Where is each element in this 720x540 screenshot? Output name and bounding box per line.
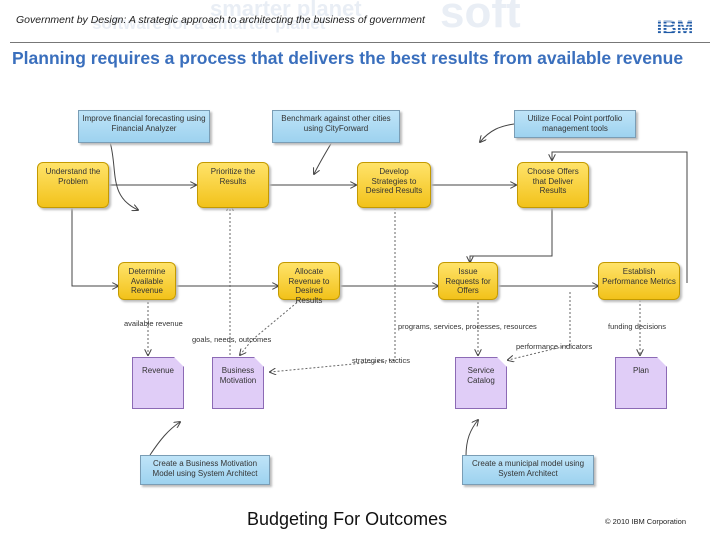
activity-prioritize: Prioritize the Results [197,162,269,208]
watermark-soft: soft [440,0,521,37]
ibm-logo: IBM [657,17,694,39]
link-business-motivation [149,422,180,456]
header-title: Government by Design: A strategic approa… [16,14,425,26]
note-business-motivation: Create a Business Motivation Model using… [140,455,270,485]
label-programs: programs, services, processes, resources [398,322,537,331]
flow-choose-issue [470,208,553,262]
artifact-revenue: Revenue [132,357,184,409]
activity-choose: Choose Offers that Deliver Results [517,162,589,208]
link-focal-point [480,123,515,142]
link-forecasting [109,141,138,210]
activity-allocate: Allocate Revenue to Desired Results [278,262,340,305]
artifact-plan: Plan [615,357,667,409]
note-focal-point: Utilize Focal Point portfolio management… [514,110,636,138]
label-available-revenue: available revenue [124,319,183,328]
dash-develop-motivation [270,208,396,372]
activity-understand: Understand the Problem [37,162,109,208]
watermark-smarter-planet: smarter planet [210,0,362,21]
header-rule [10,42,710,43]
activity-determine: Determine Available Revenue [118,262,176,300]
ibm-logo-text: IBM [657,17,694,39]
header-watermark: smarter planet software for a smarter pl… [0,0,720,44]
dash-allocate-motivation [240,299,301,355]
activity-develop: Develop Strategies to Desired Results [357,162,431,208]
note-benchmark: Benchmark against other cities using Cit… [272,110,400,143]
label-strategies: strategies, tactics [352,356,410,365]
note-forecasting: Improve financial forecasting using Fina… [78,110,210,143]
flow-establish-choose [552,151,688,283]
flow-understand-determine [71,208,118,286]
link-benchmark [314,141,333,174]
activity-establish: Establish Performance Metrics [598,262,680,300]
artifact-business-motivation: Business Motivation [212,357,264,409]
label-funding: funding decisions [608,322,666,331]
label-performance: performance indicators [516,342,593,351]
footer-title: Budgeting For Outcomes [247,509,448,529]
copyright: © 2010 IBM Corporation [605,517,686,526]
artifact-service-catalog: Service Catalog [455,357,507,409]
slide-title: Planning requires a process that deliver… [12,48,684,68]
dash-choose-catalog [508,292,571,360]
label-goals: goals, needs, outcomes [192,335,272,344]
watermark-software: software for a smarter planet [92,14,326,33]
note-municipal: Create a municipal model using System Ar… [462,455,594,485]
activity-issue: Issue Requests for Offers [438,262,498,300]
link-municipal [465,420,478,457]
